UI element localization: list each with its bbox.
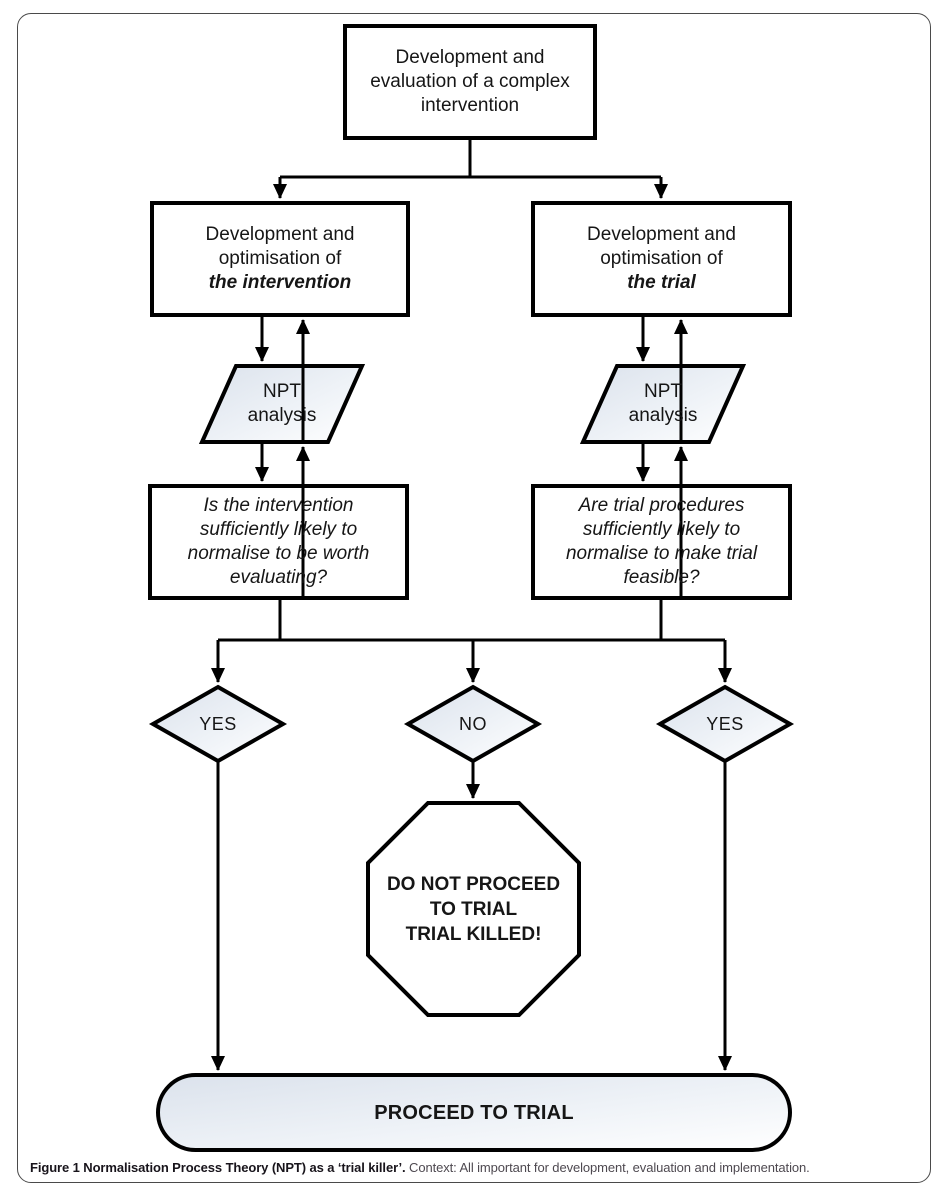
left-question-box-shape (148, 484, 409, 600)
left-branch-box-shape (150, 201, 410, 317)
proceed-pill-label: PROCEED TO TRIAL (374, 1101, 574, 1124)
right-npt-parallelogram-shape (579, 364, 747, 444)
figure-caption-title: Figure 1 Normalisation Process Theory (N… (30, 1160, 406, 1175)
stop-octagon-label: DO NOT PROCEED TO TRIAL TRIAL KILLED! (386, 873, 561, 945)
right-npt-label: NPT analysis (628, 381, 698, 426)
figure-border (17, 13, 931, 1183)
connector-top-split (280, 138, 661, 179)
left-branch-label: Development and optimisation of the inte… (205, 224, 355, 293)
decision-left-label: YES (199, 714, 237, 734)
left-npt-parallelogram-shape (198, 364, 366, 444)
figure-caption: Figure 1 Normalisation Process Theory (N… (30, 1159, 930, 1177)
right-question-label: Are trial procedures sufficiently likely… (565, 495, 758, 588)
stop-octagon-shape (366, 801, 581, 1017)
right-question-box-shape (531, 484, 792, 600)
right-branch-label: Development and optimisation of the tria… (587, 224, 736, 293)
figure-caption-context: Context: All important for development, … (405, 1160, 810, 1175)
left-question-label: Is the intervention sufficiently likely … (187, 495, 370, 588)
left-npt-label: NPT analysis (247, 381, 317, 426)
right-branch-box-shape (531, 201, 792, 317)
decision-right-label: YES (706, 714, 744, 734)
connector-decision-rail (218, 598, 725, 642)
decision-center-label: NO (459, 714, 487, 734)
top-box-label: Development and evaluation of a complex … (370, 47, 570, 116)
proceed-pill-shape (156, 1073, 792, 1152)
